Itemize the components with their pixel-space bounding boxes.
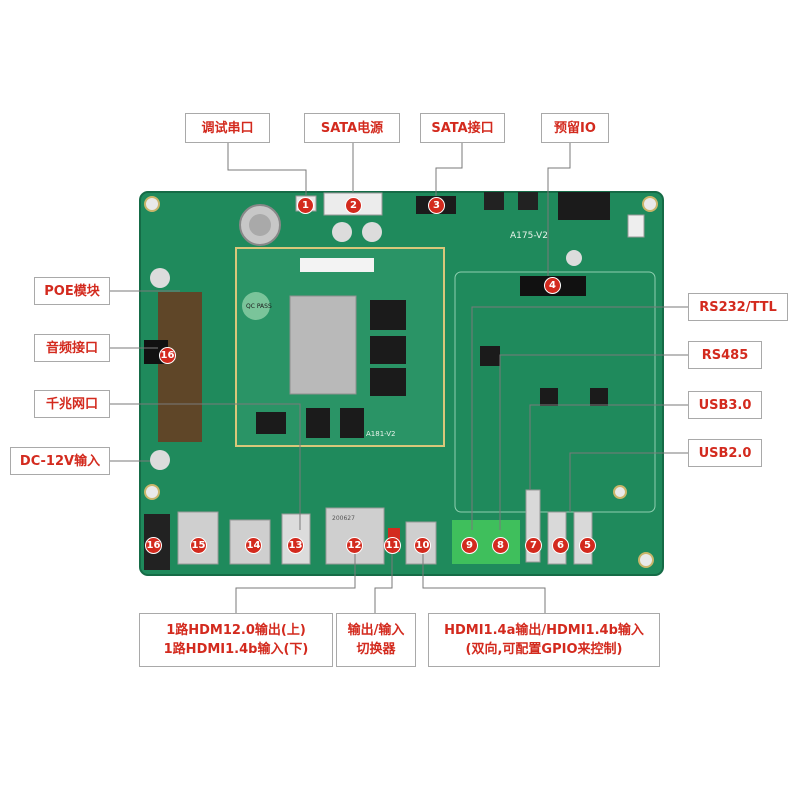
leader-line bbox=[529, 404, 688, 490]
emmc-chip bbox=[306, 408, 330, 438]
label-gigabit-ethernet: 千兆网口 bbox=[34, 390, 110, 418]
usb-hub-chip bbox=[540, 388, 558, 406]
mount-hole bbox=[144, 484, 160, 500]
leader-line bbox=[422, 545, 546, 613]
label-hdmi-out-in: 1路HDM12.0输出(上) 1路HDMI1.4b输入(下) bbox=[139, 613, 333, 667]
ram-chip bbox=[370, 300, 406, 330]
qc-sticker bbox=[242, 292, 270, 320]
small-connector bbox=[627, 214, 645, 238]
label-text: USB3.0 bbox=[698, 397, 752, 413]
marker-11: 11 bbox=[384, 537, 401, 554]
marker-14: 14 bbox=[245, 537, 262, 554]
label-text-line2: (双向,可配置GPIO来控制) bbox=[465, 642, 623, 657]
capacitor bbox=[362, 222, 382, 242]
leader-line bbox=[110, 403, 301, 530]
label-text-line2: 切换器 bbox=[356, 642, 396, 657]
som-model-text: A181-V2 bbox=[366, 430, 396, 438]
mount-hole bbox=[642, 196, 658, 212]
label-dc-input: DC-12V输入 bbox=[10, 447, 110, 475]
mount-hole bbox=[638, 552, 654, 568]
label-sata-port: SATA接口 bbox=[420, 113, 505, 143]
marker-8: 8 bbox=[492, 537, 509, 554]
label-text: SATA接口 bbox=[431, 120, 494, 136]
board-shade bbox=[139, 191, 664, 576]
marker-6: 6 bbox=[552, 537, 569, 554]
capacitor bbox=[150, 450, 170, 470]
cpu-chip bbox=[289, 295, 357, 395]
label-usb30: USB3.0 bbox=[688, 391, 762, 419]
qc-pass-text: QC PASS bbox=[246, 303, 272, 310]
label-text-line1: 1路HDM12.0输出(上) bbox=[166, 623, 306, 638]
rs485-chip bbox=[480, 346, 500, 366]
label-text-line1: 输出/输入 bbox=[347, 623, 405, 638]
capacitor bbox=[150, 268, 170, 288]
label-hdmi14: HDMI1.4a输出/HDMI1.4b输入 (双向,可配置GPIO来控制) bbox=[428, 613, 660, 667]
eth-port-text: 200627 bbox=[332, 515, 355, 522]
marker-10: 10 bbox=[414, 537, 431, 554]
marker-16-top: 16 bbox=[159, 347, 176, 364]
leader-line bbox=[499, 354, 688, 530]
label-text: SATA电源 bbox=[320, 120, 384, 136]
label-text: RS232/TTL bbox=[699, 299, 777, 315]
label-rs485: RS485 bbox=[688, 341, 762, 369]
capacitor bbox=[332, 222, 352, 242]
pmic-chip bbox=[256, 412, 286, 434]
ram-chip bbox=[370, 336, 406, 364]
emmc-chip bbox=[340, 408, 364, 438]
io-led-header bbox=[558, 192, 610, 220]
som-label-sticker bbox=[300, 258, 374, 272]
button bbox=[518, 192, 538, 210]
label-sata-power: SATA电源 bbox=[304, 113, 400, 143]
usb-hub-chip bbox=[590, 388, 608, 406]
marker-2: 2 bbox=[345, 197, 362, 214]
label-usb20: USB2.0 bbox=[688, 439, 762, 467]
marker-3: 3 bbox=[428, 197, 445, 214]
label-text: 音频接口 bbox=[45, 340, 98, 356]
label-poe-module: POE模块 bbox=[34, 277, 110, 305]
ram-chip bbox=[370, 368, 406, 396]
label-text: 千兆网口 bbox=[45, 396, 98, 412]
coin-battery-inner bbox=[249, 214, 271, 236]
label-text-line2: 1路HDMI1.4b输入(下) bbox=[163, 642, 309, 657]
label-text: USB2.0 bbox=[698, 445, 752, 461]
marker-5: 5 bbox=[579, 537, 596, 554]
label-text: 调试串口 bbox=[201, 120, 254, 136]
mount-hole bbox=[613, 485, 627, 499]
leader-line bbox=[435, 143, 463, 196]
label-audio-port: 音频接口 bbox=[34, 334, 110, 362]
button bbox=[484, 192, 504, 210]
marker-12: 12 bbox=[346, 537, 363, 554]
marker-16-bottom: 16 bbox=[145, 537, 162, 554]
leader-line bbox=[471, 306, 688, 530]
marker-4: 4 bbox=[544, 277, 561, 294]
label-reserved-io: 预留IO bbox=[541, 113, 609, 143]
poe-module-board bbox=[158, 292, 202, 442]
marker-15: 15 bbox=[190, 537, 207, 554]
leader-line bbox=[374, 545, 393, 613]
capacitor bbox=[566, 250, 582, 266]
label-text: DC-12V输入 bbox=[19, 453, 101, 469]
label-debug-uart: 调试串口 bbox=[185, 113, 270, 143]
label-text-line1: HDMI1.4a输出/HDMI1.4b输入 bbox=[444, 623, 644, 638]
leader-line bbox=[227, 143, 307, 196]
leader-line bbox=[235, 545, 356, 613]
label-text: 预留IO bbox=[554, 120, 596, 136]
board-model-text: A175-V2 bbox=[510, 231, 548, 241]
label-text: RS485 bbox=[701, 347, 749, 363]
marker-7: 7 bbox=[525, 537, 542, 554]
label-rs232-ttl: RS232/TTL bbox=[688, 293, 788, 321]
label-io-switch: 输出/输入 切换器 bbox=[336, 613, 416, 667]
label-text: POE模块 bbox=[44, 283, 100, 299]
marker-9: 9 bbox=[461, 537, 478, 554]
marker-1: 1 bbox=[297, 197, 314, 214]
leader-line bbox=[547, 143, 571, 276]
marker-13: 13 bbox=[287, 537, 304, 554]
leader-line bbox=[569, 452, 688, 512]
mount-hole bbox=[144, 196, 160, 212]
leader-lines bbox=[110, 143, 688, 613]
